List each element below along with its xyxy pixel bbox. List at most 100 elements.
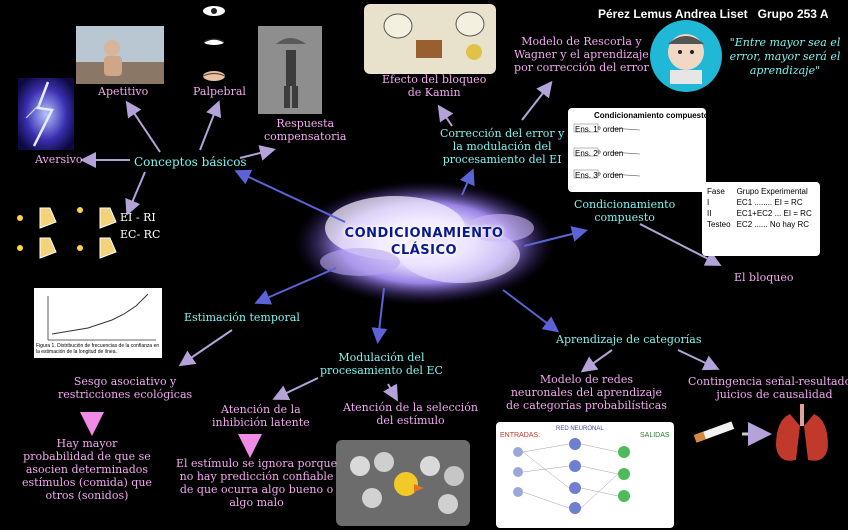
compuesto-table-title: Condicionamiento compuesto — [594, 111, 709, 120]
node-redes-line3: de categorías probabilísticas — [506, 398, 667, 412]
arrow-to-efecto — [437, 104, 454, 127]
arrow-to-sesgo — [178, 329, 233, 367]
node-hay-mayor-line1: Hay mayor — [56, 437, 118, 450]
bloqueo-header-grupo: Grupo Experimental — [736, 187, 808, 196]
bloqueo-row3-value: EC2 ...... No hay RC — [736, 220, 810, 229]
bloqueo-row2-value: EC1+EC2 ... EI = RC — [736, 209, 812, 218]
bloqueo-row3-phase: Testeo — [707, 220, 731, 229]
bloqueo-table: Fase Grupo Experimental I EC1 ........ E… — [704, 186, 815, 230]
node-estimacion-temporal: Estimación temporal — [184, 311, 300, 324]
node-seleccion-estimulo: Atención de la selección del estímulo — [343, 401, 478, 428]
node-apetitivo: Apetitivo — [98, 85, 149, 98]
node-efecto-line2: de Kamin — [407, 85, 461, 99]
node-sesgo-asociativo: Sesgo asociativo y restricciones ecológi… — [58, 375, 193, 402]
lungs-image — [776, 404, 828, 461]
arrow-to-seleccion — [383, 383, 398, 402]
node-ei-ri: EI - RI — [120, 211, 156, 224]
node-respuesta-compensatoria: Respuesta compensatoria — [264, 117, 346, 144]
arrow-to-correccion — [459, 168, 475, 196]
nn-red-label: RED NEURONAL — [556, 426, 604, 432]
node-palpebral: Palpebral — [193, 85, 246, 98]
bloqueo-row2-phase: II — [707, 209, 712, 218]
node-inhibicion-line1: Atención de la — [220, 403, 301, 416]
node-modulacion-line1: Modulación del — [338, 351, 425, 364]
respuesta-image — [258, 26, 322, 114]
node-efecto-bloqueo-kamin: Efecto del bloqueo de Kamin — [382, 73, 486, 100]
arrow-to-compuesto — [523, 226, 588, 247]
arrow-to-ei-ri — [125, 171, 146, 216]
group-label: Grupo 253 A — [757, 7, 829, 21]
node-inhibicion-latente: Atención de la inhibición latente — [212, 403, 310, 430]
node-aversivo: Aversivo — [35, 153, 83, 166]
node-ignora-line1: El estímulo se ignora porque — [176, 457, 338, 470]
nn-entradas-label: ENTRADAS: — [500, 432, 541, 439]
arrow-to-conceptos — [234, 169, 346, 223]
node-aprendizaje-categorias: Aprendizaje de categorías — [556, 333, 702, 346]
node-correccion-error: Corrección del error y la modulación del… — [440, 127, 565, 167]
node-rescorla-line3: por corrección del error — [514, 60, 649, 74]
arrow-to-modulacion — [371, 287, 388, 344]
node-ignora-line4: algo malo — [229, 495, 284, 509]
node-contingencia-line1: Contingencia señal-resultado y — [688, 375, 848, 388]
apetitivo-image — [76, 26, 164, 84]
avatar-image — [650, 20, 722, 92]
node-condicionamiento-compuesto: Condicionamiento compuesto — [574, 198, 676, 225]
central-cloud — [295, 181, 555, 305]
arrow-to-contingencia — [677, 349, 720, 371]
node-rescorla-line2: Wagner y el aprendizaje — [514, 47, 649, 61]
graph-caption: Figura 1. Distribución de frecuencias de… — [36, 343, 160, 355]
node-contingencia-line2: juicios de causalidad — [716, 387, 833, 401]
node-redes-line2: neuronales del aprendizaje — [510, 385, 663, 399]
compuesto-row-1: Ens. 1º orden — [575, 125, 624, 134]
central-title-line2: CLÁSICO — [390, 242, 458, 258]
arrow-to-rescorla — [521, 80, 553, 121]
compuesto-row-3: Ens. 3º orden — [575, 171, 624, 180]
node-contingencia: Contingencia señal-resultado y juicios d… — [688, 375, 848, 402]
node-modelo-rescorla: Modelo de Rescorla y Wagner y el aprendi… — [514, 35, 649, 75]
node-hay-mayor-line3: asocien determinados — [25, 462, 149, 476]
node-sesgo-line1: Sesgo asociativo y — [73, 375, 177, 388]
node-redes-line1: Modelo de redes — [539, 373, 633, 386]
compuesto-row-2: Ens. 2º orden — [575, 149, 624, 158]
node-hay-mayor-line4: estímulos (comida) que — [22, 475, 152, 489]
arrow-to-palpebral — [199, 100, 222, 151]
node-hay-mayor-line5: otros (sonidos) — [45, 488, 129, 502]
arrow-to-inhibicion — [272, 377, 319, 401]
author-header: Pérez Lemus Andrea Liset Grupo 253 A — [598, 7, 829, 21]
node-seleccion-line2: del estímulo — [376, 413, 445, 427]
arrow-to-bloqueo — [639, 223, 722, 266]
temporal-graph-image — [34, 288, 162, 358]
bloqueo-table-image — [702, 182, 820, 256]
node-ec-rc: EC- RC — [120, 228, 161, 241]
node-correccion-line1: Corrección del error y — [440, 127, 565, 140]
hand-icons — [17, 207, 117, 259]
quote-text: "Entre mayor sea el error, mayor será el… — [729, 36, 841, 77]
node-ignora-line2: no hay predicción confiable — [179, 469, 334, 483]
arrow-to-redes — [580, 349, 613, 373]
node-hay-mayor-probabilidad: Hay mayor probabilidad de que se asocien… — [22, 437, 152, 503]
node-conceptos-basicos: Conceptos básicos — [134, 155, 247, 169]
node-correccion-line2: la modulación del — [452, 139, 552, 153]
central-title: CONDICIONAMIENTO CLÁSICO — [318, 226, 530, 260]
node-modulacion-line2: procesamiento del EC — [320, 363, 443, 377]
ducks-image — [336, 440, 470, 526]
node-respuesta-line1: Respuesta — [276, 117, 335, 130]
node-rescorla-line1: Modelo de Rescorla y — [521, 35, 642, 48]
kamin-image — [364, 4, 496, 74]
bloqueo-header-fase: Fase — [707, 187, 725, 196]
lightning-image — [18, 78, 74, 150]
arrow-to-apetitivo — [125, 100, 161, 153]
node-ignora-line3: de que ocurra algo bueno o — [179, 482, 334, 496]
arrow-to-categorias — [502, 289, 560, 333]
nn-salidas-label: SALIDAS — [640, 432, 670, 439]
node-sesgo-line2: restricciones ecológicas — [58, 387, 193, 401]
node-modelo-redes: Modelo de redes neuronales del aprendiza… — [506, 373, 667, 413]
node-estimulo-se-ignora: El estímulo se ignora porque no hay pred… — [176, 457, 338, 510]
node-inhibicion-line2: inhibición latente — [212, 415, 310, 429]
eye-icons — [202, 6, 226, 81]
node-compuesto-line1: Condicionamiento — [574, 198, 676, 211]
bloqueo-row1-phase: I — [707, 198, 710, 207]
node-correccion-line3: procesamiento del EI — [442, 152, 562, 166]
